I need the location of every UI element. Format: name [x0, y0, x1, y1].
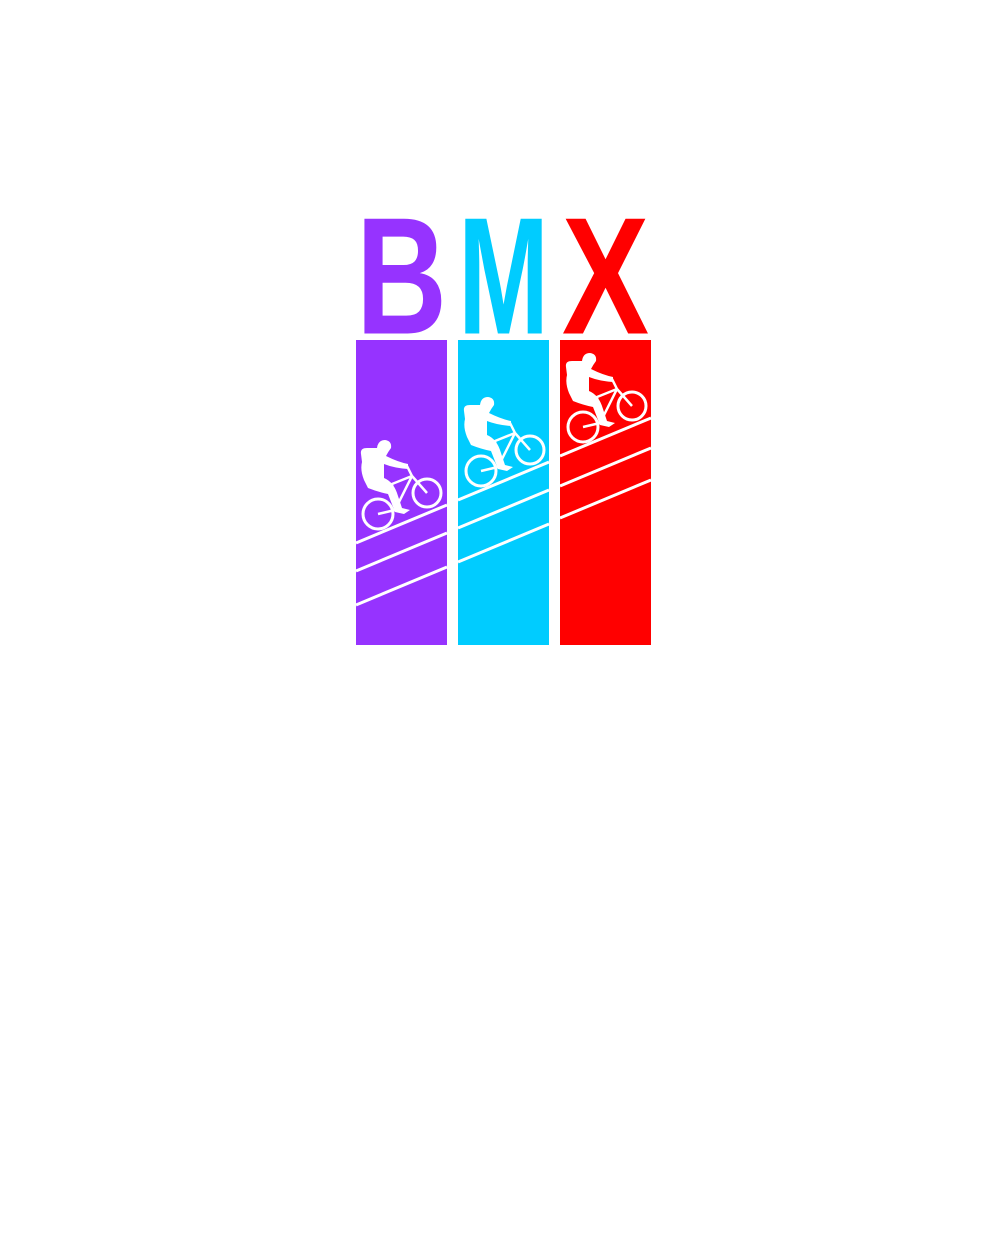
slope-stripe [559, 478, 652, 520]
slope-stripe [559, 446, 652, 488]
slope-stripe [457, 460, 550, 502]
logo-letter: X [561, 183, 650, 371]
logo-column [355, 340, 448, 645]
slope-stripe [559, 416, 652, 458]
color-bar [356, 340, 447, 645]
cyclist-icon [360, 440, 443, 531]
slope-stripe [457, 488, 550, 530]
slope-stripe [355, 531, 448, 573]
slope-stripe [355, 565, 448, 607]
logo-column [559, 340, 652, 645]
logo-column [457, 340, 550, 645]
slope-stripe [457, 522, 550, 564]
cyclist-icon [463, 397, 546, 488]
logo-letter: M [458, 183, 549, 371]
color-bar [458, 340, 549, 645]
slope-stripe [355, 503, 448, 545]
cyclist-icon [565, 353, 648, 444]
logo-letter: B [356, 183, 447, 371]
